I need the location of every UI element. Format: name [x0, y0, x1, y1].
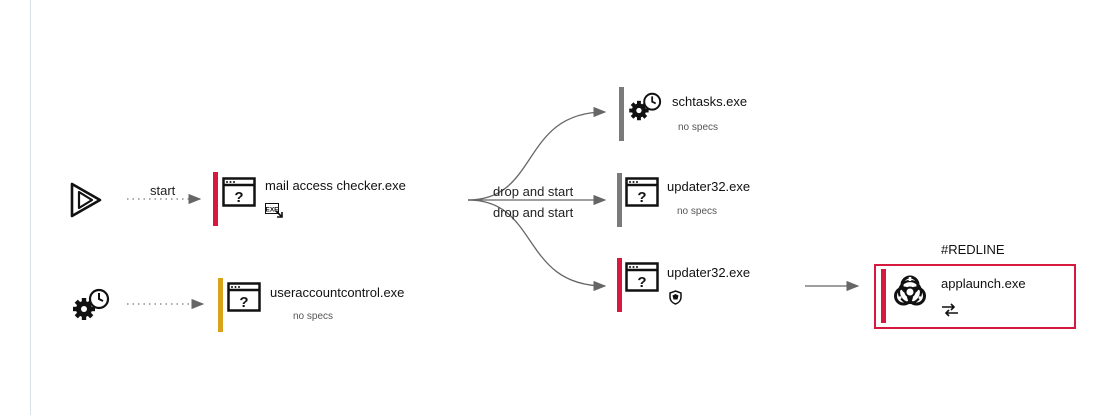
- biohazard-icon[interactable]: [891, 273, 929, 309]
- severity-bar-mail: [213, 172, 218, 226]
- edge-mail-schtasks: [467, 106, 607, 201]
- threat-box-applaunch[interactable]: [874, 264, 1076, 329]
- gear-clock-icon[interactable]: [72, 288, 112, 322]
- node-name-schtasks[interactable]: schtasks.exe: [672, 94, 748, 109]
- play-triangle-icon[interactable]: [70, 182, 104, 218]
- svg-text:?: ?: [239, 294, 248, 311]
- diagram-canvas: [30, 0, 1115, 415]
- severity-bar-uac: [218, 278, 223, 332]
- node-tag-applaunch: #REDLINE: [941, 242, 1005, 257]
- unknown-window-icon[interactable]: ?: [625, 177, 659, 207]
- node-name-uac[interactable]: useraccountcontrol.exe: [270, 285, 405, 300]
- node-name-updater-b[interactable]: updater32.exe: [667, 265, 751, 280]
- edge-label-start: start: [150, 183, 176, 198]
- gear-clock-icon[interactable]: [628, 92, 664, 122]
- severity-bar-updater-b: [617, 258, 622, 312]
- node-spec-uac: no specs: [293, 311, 334, 322]
- severity-bar-applaunch: [881, 269, 886, 323]
- node-spec-schtasks: no specs: [678, 122, 719, 133]
- edge-label-drop-2: drop and start: [493, 205, 574, 220]
- edge-mail-updater-b: [467, 199, 607, 292]
- svg-text:EXE: EXE: [265, 207, 279, 214]
- exe-file-icon: EXE: [265, 203, 283, 218]
- node-name-mail[interactable]: mail access checker.exe: [265, 178, 406, 193]
- node-name-updater-a[interactable]: updater32.exe: [667, 179, 751, 194]
- svg-text:?: ?: [234, 189, 243, 206]
- svg-text:?: ?: [637, 274, 646, 291]
- edge-label-drop-1: drop and start: [493, 184, 574, 199]
- svg-text:?: ?: [637, 189, 646, 206]
- node-name-applaunch[interactable]: applaunch.exe: [941, 276, 1026, 291]
- shield-icon: [669, 290, 682, 305]
- severity-bar-schtasks: [619, 87, 624, 141]
- severity-bar-updater-a: [617, 173, 622, 227]
- node-spec-updater-a: no specs: [677, 206, 718, 217]
- unknown-window-icon[interactable]: ?: [227, 282, 261, 312]
- unknown-window-icon[interactable]: ?: [625, 262, 659, 292]
- network-arrows-icon: [942, 303, 958, 317]
- unknown-window-icon[interactable]: ?: [222, 177, 256, 207]
